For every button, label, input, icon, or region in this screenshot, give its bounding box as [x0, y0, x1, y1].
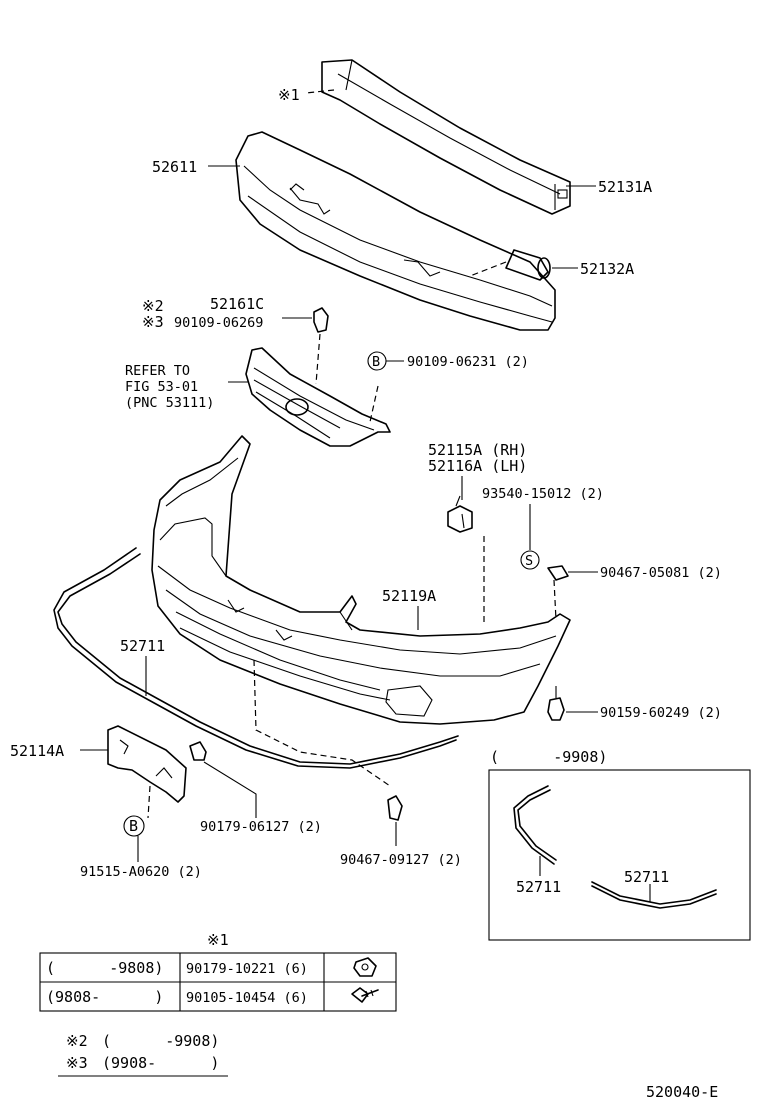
label-90179-06127: 90179-06127 (2) — [200, 819, 322, 835]
label-90467-09127: 90467-09127 (2) — [340, 852, 462, 868]
note2-period: ( -9908) — [102, 1032, 219, 1050]
label-90109-06269: 90109-06269 — [174, 315, 263, 331]
nut-icon — [353, 957, 377, 977]
table-row1-part: 90179-10221 (6) — [186, 961, 308, 977]
table-row2-period: (9808- ) — [46, 988, 163, 1006]
bumper-bushing — [469, 249, 551, 281]
label-refer-line2: FIG 53-01 — [125, 379, 198, 395]
bumper-retainer — [447, 495, 473, 533]
bolt-90159-60249 — [547, 686, 565, 721]
table-title: ※1 — [207, 931, 229, 949]
energy-absorber — [235, 131, 556, 331]
label-90109-06231: 90109-06231 (2) — [407, 354, 529, 370]
b-callout-circle-top — [367, 351, 387, 371]
radiator-grille — [245, 347, 391, 447]
label-52611: 52611 — [152, 158, 197, 176]
label-52115a: 52115A (RH) — [428, 441, 527, 459]
label-52116a: 52116A (LH) — [428, 457, 527, 475]
label-52119a: 52119A — [382, 587, 436, 605]
note2-marker: ※2 — [66, 1032, 88, 1050]
label-refer-line3: (PNC 53111) — [125, 395, 214, 411]
table-note1: ※1 ( -9808) 90179-10221 (6) (9808- ) 901… — [39, 931, 397, 1012]
front-bumper-cover — [151, 435, 571, 787]
inset-box: ( -9908) 52711 52711 — [488, 748, 751, 941]
leader-lines — [80, 165, 598, 862]
label-90467-05081: 90467-05081 (2) — [600, 565, 722, 581]
clip-nut-90467-05081 — [547, 565, 569, 581]
clip-90467-09127 — [387, 795, 403, 821]
label-52132a: 52132A — [580, 260, 634, 278]
label-52711: 52711 — [120, 637, 165, 655]
table-row2-part: 90105-10454 (6) — [186, 990, 308, 1006]
label-refer-line1: REFER TO — [125, 363, 190, 379]
label-note2-marker: ※2 — [142, 297, 164, 315]
label-note1-marker: ※1 — [278, 86, 300, 104]
inset-label-52711-a: 52711 — [516, 878, 561, 896]
period-notes: ※2 ( -9908) ※3 (9908- ) — [58, 1032, 228, 1077]
clip-52161c — [313, 307, 329, 385]
clip-90179-06127 — [189, 741, 207, 761]
label-note3-marker: ※3 — [142, 313, 164, 331]
s-callout-circle — [520, 550, 540, 570]
bumper-reinforcement — [305, 59, 571, 215]
note3-period: (9908- ) — [102, 1054, 219, 1072]
table-row1-period: ( -9808) — [46, 959, 163, 977]
label-b-callout-bottom: B — [129, 817, 138, 835]
inset-title: ( -9908) — [490, 748, 607, 766]
label-93540-15012: 93540-15012 (2) — [482, 486, 604, 502]
note3-marker: ※3 — [66, 1054, 88, 1072]
bolt-icon — [351, 987, 379, 1003]
diagram-code: 520040-E — [646, 1083, 718, 1101]
label-b-callout-top: B — [372, 354, 380, 370]
inset-border — [488, 769, 751, 941]
label-52114a: 52114A — [10, 742, 64, 760]
bumper-moulding — [53, 547, 459, 769]
inset-label-52711-b: 52711 — [624, 868, 669, 886]
label-52131a: 52131A — [598, 178, 652, 196]
label-90159-60249: 90159-60249 (2) — [600, 705, 722, 721]
label-52161c: 52161C — [210, 295, 264, 313]
label-91515-a0620: 91515-A0620 (2) — [80, 864, 202, 880]
label-s-callout: S — [525, 553, 533, 569]
license-plate-bracket — [107, 725, 187, 819]
b-callout-circle-bottom — [123, 815, 145, 837]
